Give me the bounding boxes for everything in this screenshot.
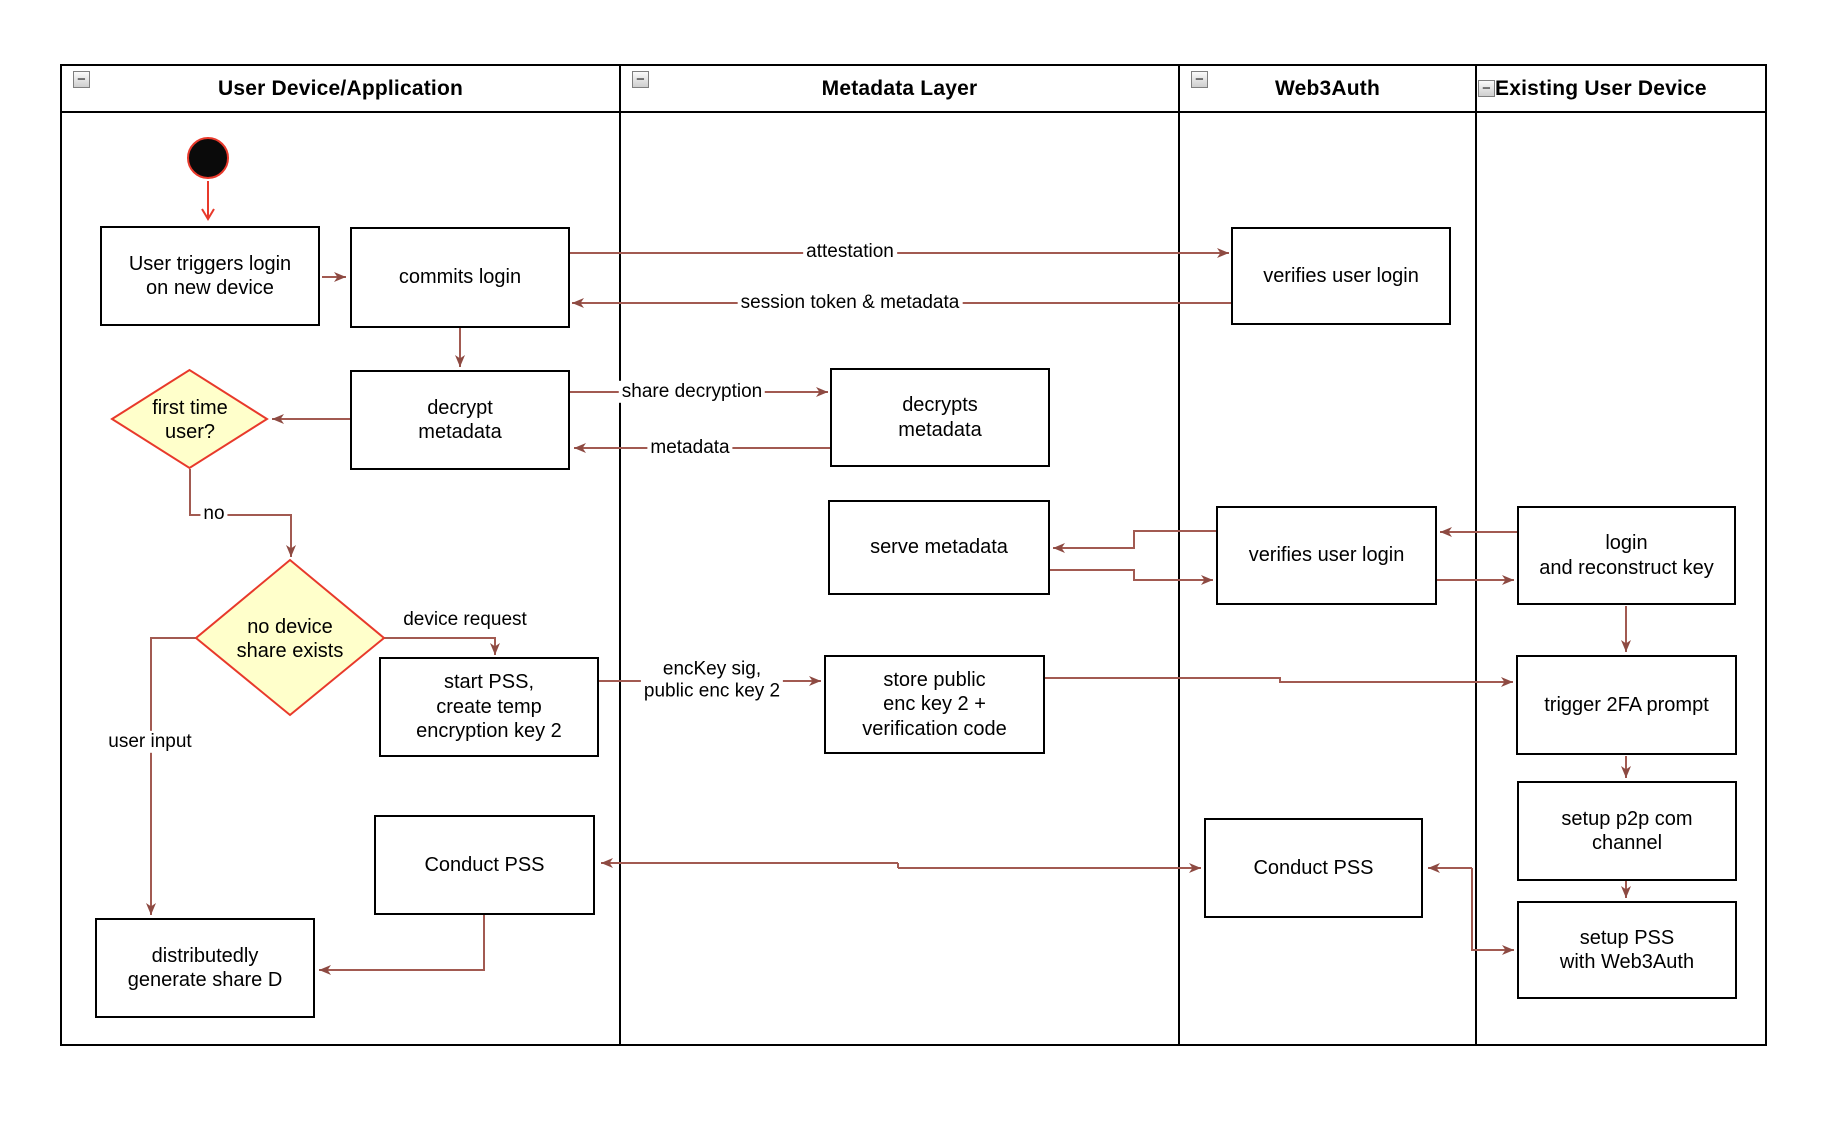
node-user-triggers-login: User triggers login on new device xyxy=(100,226,320,326)
edge-label-session-token: session token & metadata xyxy=(737,291,963,315)
node-conduct-pss-web3auth: Conduct PSS xyxy=(1204,818,1423,918)
edge-no-device-share-to-start-pss xyxy=(384,637,500,655)
edge-conduct-pss-user-to-distributed-share xyxy=(319,915,485,975)
edge-label-enckey-sig: encKey sig, public enc key 2 xyxy=(640,658,784,704)
edge-first-time-user-to-no-device-share xyxy=(189,469,296,557)
lane-title: Existing User Device xyxy=(1495,76,1707,100)
node-setup-p2p-com-channel: setup p2p com channel xyxy=(1517,781,1737,881)
lane-header-web3auth: − Web3Auth xyxy=(1179,65,1476,112)
node-commits-login: commits login xyxy=(350,227,570,328)
edge-label-metadata: metadata xyxy=(647,436,733,460)
node-verifies-user-login-2: verifies user login xyxy=(1216,506,1437,605)
lane-header-existing-user-device: − Existing User Device xyxy=(1478,65,1766,112)
node-decrypt-metadata: decrypt metadata xyxy=(350,370,570,470)
decision-no-device-share-shape xyxy=(194,558,386,717)
node-setup-pss-with-web3auth: setup PSS with Web3Auth xyxy=(1517,901,1737,999)
edge-serve-metadata-to-verifies-2 xyxy=(1050,569,1213,585)
edge-conduct-pss-web3auth-to-setup-pss-head xyxy=(1471,868,1514,955)
edge-label-share-decryption: share decryption xyxy=(618,380,766,404)
lane-header-metadata-layer: − Metadata Layer xyxy=(620,65,1179,112)
edge-no-device-share-to-distributed-share xyxy=(146,637,196,915)
collapse-icon[interactable]: − xyxy=(1478,80,1495,97)
node-distributedly-generate-share-d: distributedly generate share D xyxy=(95,918,315,1018)
edge-label-attestation: attestation xyxy=(803,240,897,264)
decision-first-time-user-label: first time user? xyxy=(152,397,228,443)
edge-label-no: no xyxy=(200,502,228,526)
edge-store-public-to-trigger-2fa xyxy=(1045,677,1513,687)
node-verifies-user-login-1: verifies user login xyxy=(1231,227,1451,325)
start-node xyxy=(187,137,229,179)
decision-first-time-user-shape xyxy=(110,368,269,470)
node-trigger-2fa-prompt: trigger 2FA prompt xyxy=(1516,655,1737,755)
collapse-icon[interactable]: − xyxy=(73,71,90,88)
lane-header-user-device: − User Device/Application xyxy=(61,65,620,112)
collapse-icon[interactable]: − xyxy=(1191,71,1208,88)
lane-title: Metadata Layer xyxy=(821,76,978,100)
node-login-and-reconstruct-key: login and reconstruct key xyxy=(1517,506,1736,605)
edge-label-user-input: user input xyxy=(105,730,195,754)
lane-title: User Device/Application xyxy=(217,76,463,100)
collapse-icon[interactable]: − xyxy=(632,71,649,88)
decision-no-device-share-label: no device share exists xyxy=(236,616,344,662)
node-start-pss-create-temp-key: start PSS, create temp encryption key 2 xyxy=(379,657,599,757)
node-store-public-enc-key: store public enc key 2 + verification co… xyxy=(824,655,1045,754)
node-decrypts-metadata: decrypts metadata xyxy=(830,368,1050,467)
node-conduct-pss-user: Conduct PSS xyxy=(374,815,595,915)
edge-verifies-2-to-serve-metadata xyxy=(1053,530,1216,553)
lane-title: Web3Auth xyxy=(1274,76,1381,100)
node-serve-metadata: serve metadata xyxy=(828,500,1050,595)
edge-label-device-request: device request xyxy=(400,608,530,632)
